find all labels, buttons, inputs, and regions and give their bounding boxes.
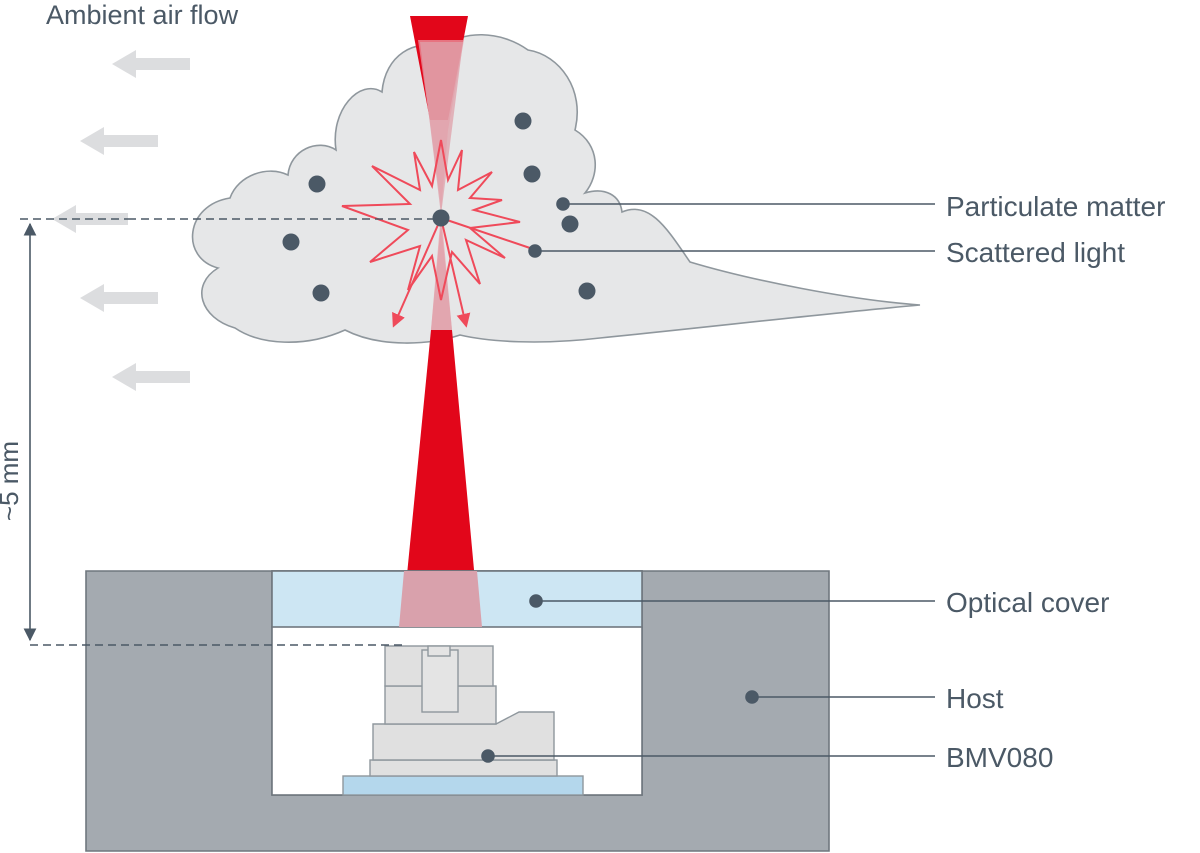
- air-flow-arrow-icon: [112, 50, 190, 78]
- particle-dot-icon: [523, 165, 541, 183]
- bmv080-sensor: [342, 645, 584, 796]
- sensor-base-plate: [342, 775, 584, 796]
- scattered-light-burst: [341, 139, 521, 301]
- leader-dot-optical-cover: [529, 594, 543, 608]
- particle-cloud: [191, 33, 921, 344]
- leader-dot-scattered: [528, 244, 542, 258]
- particle-dot-icon: [282, 233, 300, 251]
- particle-dot-icon: [312, 284, 330, 302]
- particle-dot-icon: [578, 282, 596, 300]
- sensor-lens: [421, 649, 459, 713]
- particle-dot-icon: [561, 215, 579, 233]
- sensor-aperture: [427, 645, 451, 657]
- particle-dot-icon: [432, 209, 450, 227]
- laser-beam-center-lower: [431, 222, 452, 330]
- particle-dot-icon: [514, 112, 532, 130]
- leader-dot-host: [745, 690, 759, 704]
- scatter-ray-left: [392, 217, 442, 328]
- laser-through-cover: [399, 571, 482, 627]
- label-particulate-matter: Particulate matter: [946, 191, 1165, 222]
- laser-beam-lower: [400, 330, 481, 646]
- leader-dot-particulate: [556, 197, 570, 211]
- particles: [282, 112, 596, 302]
- label-bmv080: BMV080: [946, 742, 1053, 773]
- dimension-label: ~5 mm: [0, 441, 24, 521]
- sensor-lower-tier: [369, 759, 558, 777]
- laser-beam-center: [420, 42, 463, 215]
- scatter-ray-to-label: [440, 217, 531, 249]
- leader-lines: [481, 197, 935, 763]
- label-scattered-light: Scattered light: [946, 237, 1125, 268]
- air-flow-arrow-icon: [112, 363, 190, 391]
- air-flow-arrows: [52, 50, 190, 391]
- particle-dot-icon: [308, 175, 326, 193]
- air-flow-arrow-icon: [80, 284, 158, 312]
- label-host: Host: [946, 683, 1004, 714]
- ambient-air-flow-title: Ambient air flow: [46, 0, 239, 30]
- leader-dot-sensor: [481, 749, 495, 763]
- label-optical-cover: Optical cover: [946, 587, 1109, 618]
- air-flow-arrow-icon: [80, 127, 158, 155]
- scatter-ray-right: [440, 217, 471, 328]
